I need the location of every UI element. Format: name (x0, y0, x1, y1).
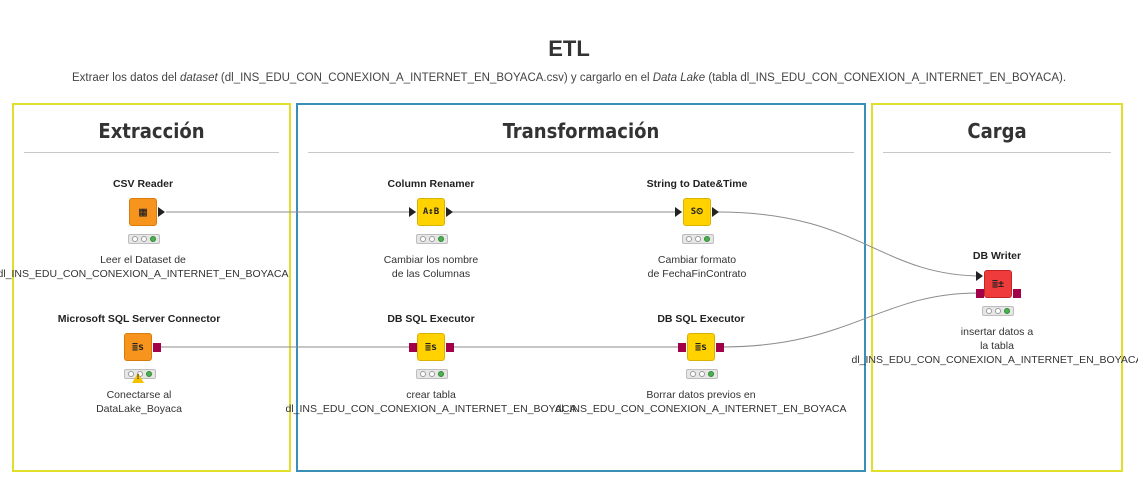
node-title-db-writer: DB Writer (972, 250, 1022, 262)
db-sql-executor-2-node[interactable]: ≣s (687, 333, 715, 361)
db-input-port[interactable] (976, 289, 984, 298)
sql-icon: ≣s (694, 341, 708, 353)
output-port[interactable] (446, 207, 453, 217)
sql-connector-node[interactable]: ≣s (124, 333, 152, 361)
connection-executor2-to-dbwriter (721, 292, 979, 348)
node-title-db-sql-executor-2: DB SQL Executor (657, 313, 745, 325)
node-desc-column-renamer: Cambiar los nombre de las Columnas (383, 254, 479, 280)
db-write-icon: ≣± (991, 278, 1005, 290)
node-desc-string-to-datetime: Cambiar formato de FechaFinContrato (647, 254, 747, 280)
subtitle-part: (dl_INS_EDU_CON_CONEXION_A_INTERNET_EN_B… (217, 72, 653, 84)
database-icon: ≣s (131, 341, 145, 353)
connection-datetime-to-dbwriter (717, 211, 983, 277)
status-indicator (982, 306, 1014, 316)
section-divider (24, 152, 279, 153)
input-port[interactable] (409, 207, 416, 217)
status-indicator (416, 234, 448, 244)
csv-reader-node[interactable]: ▦ (129, 198, 157, 226)
table-icon: ▦ (139, 204, 147, 220)
node-desc-csv-reader: Leer el Dataset de dl_INS_EDU_CON_CONEXI… (0, 254, 289, 280)
subtitle-part: Extraer los datos del (71, 72, 180, 84)
db-output-port[interactable] (446, 343, 454, 352)
rename-icon: A↕B (422, 207, 440, 217)
db-output-port[interactable] (153, 343, 161, 352)
status-indicator (128, 234, 160, 244)
db-writer-node[interactable]: ≣± (984, 270, 1012, 298)
input-port[interactable] (976, 271, 983, 281)
db-input-port[interactable] (409, 343, 417, 352)
string-to-datetime-node[interactable]: S⏲ (683, 198, 711, 226)
section-divider (883, 152, 1111, 153)
column-renamer-node[interactable]: A↕B (417, 198, 445, 226)
status-indicator (682, 234, 714, 244)
warning-mark: ! (136, 374, 140, 381)
node-desc-db-sql-executor-2: Borrar datos previos en dl_INS_EDU_CON_C… (555, 389, 847, 415)
subtitle-part-italic: dataset (179, 72, 218, 84)
node-desc-db-sql-executor-1: crear tabla dl_INS_EDU_CON_CONEXION_A_IN… (285, 389, 577, 415)
clock-icon: S⏲ (690, 207, 704, 217)
node-title-column-renamer: Column Renamer (387, 178, 475, 190)
status-indicator (686, 369, 718, 379)
output-port[interactable] (158, 207, 165, 217)
db-input-port[interactable] (678, 343, 686, 352)
db-output-port[interactable] (1013, 289, 1021, 298)
db-output-port[interactable] (716, 343, 724, 352)
node-title-db-sql-executor-1: DB SQL Executor (387, 313, 475, 325)
node-title-csv-reader: CSV Reader (112, 178, 174, 190)
warning-icon (132, 373, 144, 383)
input-port[interactable] (675, 207, 682, 217)
section-carga[interactable]: Carga (871, 103, 1123, 472)
node-title-sql-connector: Microsoft SQL Server Connector (57, 313, 221, 325)
subtitle-part: (tabla dl_INS_EDU_CON_CONEXION_A_INTERNE… (705, 72, 1067, 84)
section-title: Transformación (502, 119, 660, 143)
sql-icon: ≣s (424, 341, 438, 353)
section-title: Extracción (98, 119, 205, 143)
node-desc-sql-connector: Conectarse al DataLake_Boyaca (96, 389, 182, 415)
db-sql-executor-1-node[interactable]: ≣s (417, 333, 445, 361)
node-title-string-to-datetime: String to Date&Time (646, 178, 748, 190)
page-title: ETL (548, 36, 590, 61)
section-divider (308, 152, 854, 153)
subtitle-part-italic: Data Lake (652, 72, 706, 84)
page-subtitle: Extraer los datos del dataset (dl_INS_ED… (0, 72, 1138, 84)
section-transformacion[interactable]: Transformación (296, 103, 866, 472)
node-desc-db-writer: insertar datos a la tabla dl_INS_EDU_CON… (851, 326, 1138, 366)
status-indicator (416, 369, 448, 379)
output-port[interactable] (712, 207, 719, 217)
section-title: Carga (967, 119, 1027, 143)
section-extraccion[interactable]: Extracción (12, 103, 291, 472)
